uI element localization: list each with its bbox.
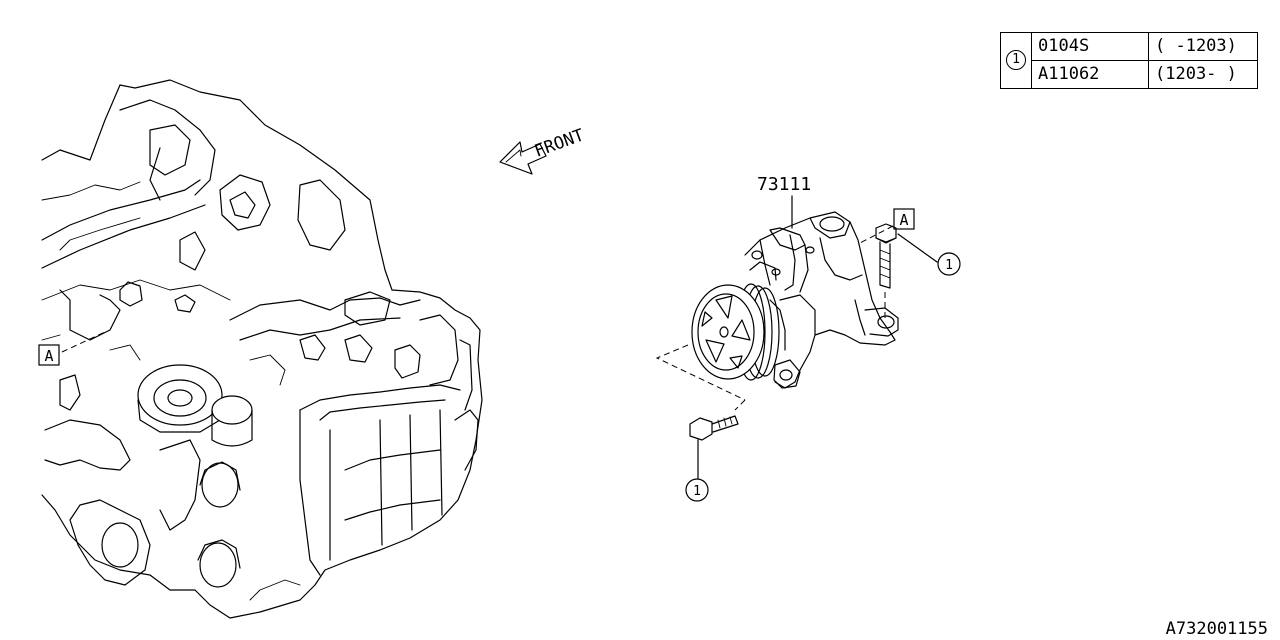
table-row: A11062 (1203- )	[1001, 60, 1258, 89]
engine-block-illustration	[41, 79, 483, 619]
callout-number: 1	[945, 258, 953, 273]
part-number-label: 73111	[757, 174, 811, 195]
front-arrow: FRONT	[499, 125, 587, 175]
front-label: FRONT	[532, 125, 587, 161]
callout-circle: 1	[1006, 50, 1026, 70]
ref-a-right: A	[859, 208, 915, 244]
svg-text:A: A	[899, 211, 908, 229]
bolt-lower: 1	[655, 344, 746, 502]
svg-text:A: A	[44, 347, 53, 365]
callout-number: 1	[693, 484, 701, 499]
table-row: 1 0104S ( -1203)	[1000, 32, 1258, 89]
bolt-upper: 1	[875, 223, 961, 318]
part-code-cell: A11062	[1031, 60, 1149, 89]
part-code-cell: 0104S	[1031, 32, 1149, 61]
ref-a-left: A	[38, 331, 106, 366]
table-ref-cell: 1	[1000, 32, 1032, 89]
spec-table: 1 0104S ( -1203) A11062 (1203- )	[1000, 32, 1258, 89]
catalog-code: A732001155	[1165, 619, 1268, 639]
date-range-cell: (1203- )	[1148, 60, 1258, 89]
compressor-illustration	[691, 195, 899, 389]
